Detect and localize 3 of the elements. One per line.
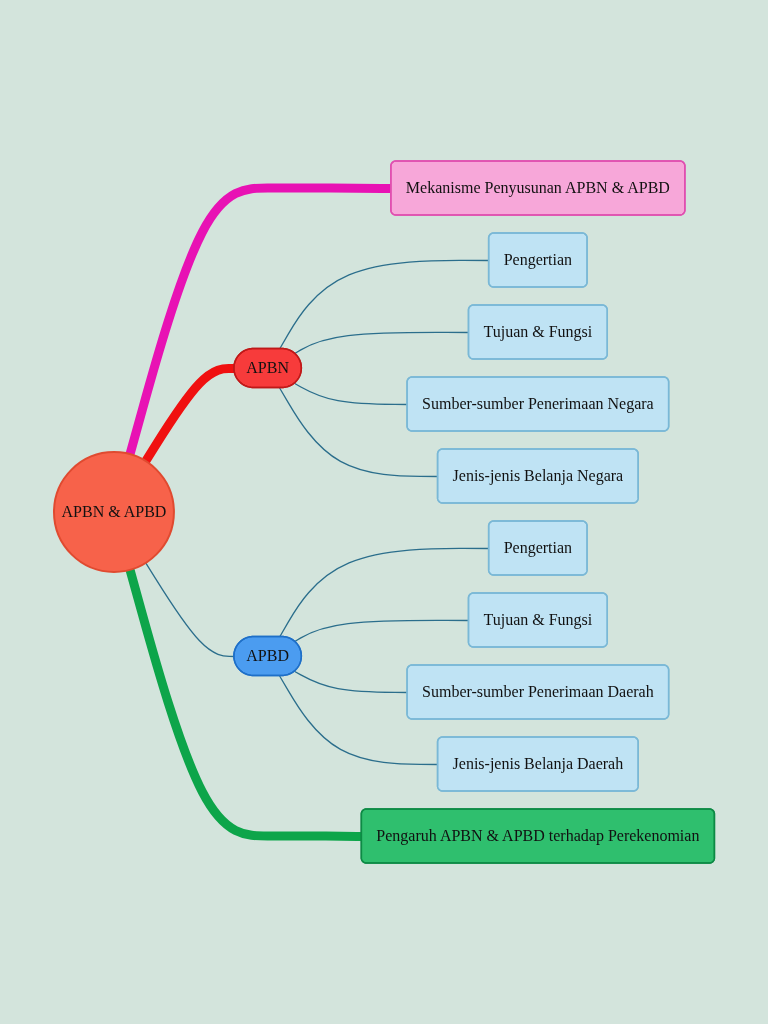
connector [125,568,362,841]
connector [141,363,235,464]
node-circle: APBN & APBD [52,451,175,573]
